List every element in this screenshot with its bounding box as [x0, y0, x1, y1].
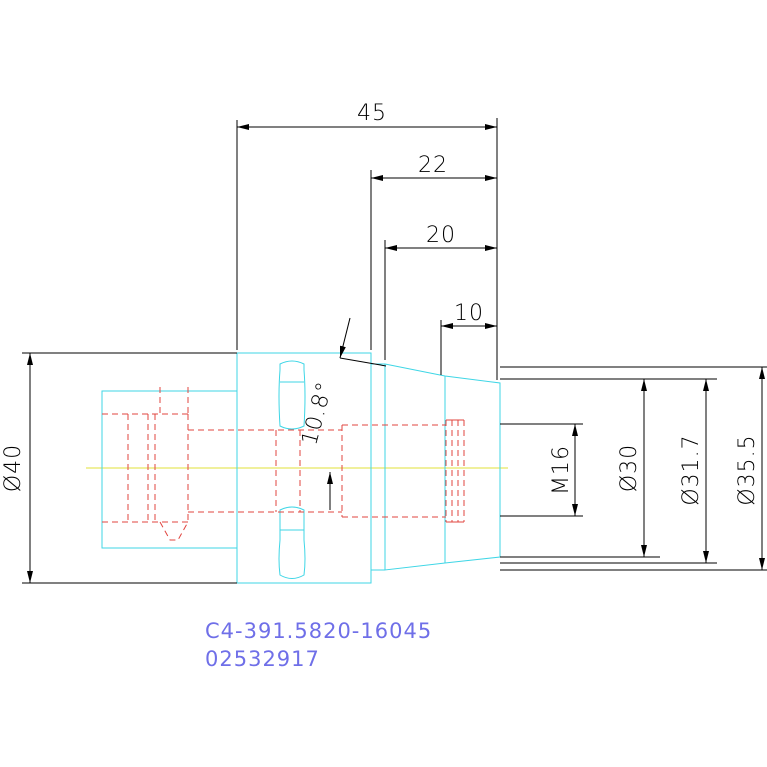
dim-22-label: 22	[418, 153, 448, 178]
dim-diameter-30-label: Ø30	[617, 444, 642, 492]
dim-angle-label: 10.8°	[297, 379, 338, 448]
dim-diameter-31-7-label: Ø31.7	[679, 434, 704, 505]
dim-20-label: 20	[426, 223, 456, 248]
lower-slot	[278, 506, 306, 579]
part-number: C4-391.5820-16045	[205, 619, 432, 643]
dim-thread-label: M16	[549, 445, 574, 495]
part-outline	[101, 352, 501, 584]
dim-10-label: 10	[454, 301, 484, 326]
dim-diameter-40-label: Ø40	[1, 444, 26, 492]
upper-slot	[278, 360, 306, 430]
dim-45-label: 45	[357, 101, 387, 126]
item-code: 02532917	[205, 647, 320, 671]
dim-diameter-35-5-label: Ø35.5	[735, 434, 760, 505]
internal-bore	[102, 387, 465, 541]
dimension-lines	[22, 118, 767, 584]
